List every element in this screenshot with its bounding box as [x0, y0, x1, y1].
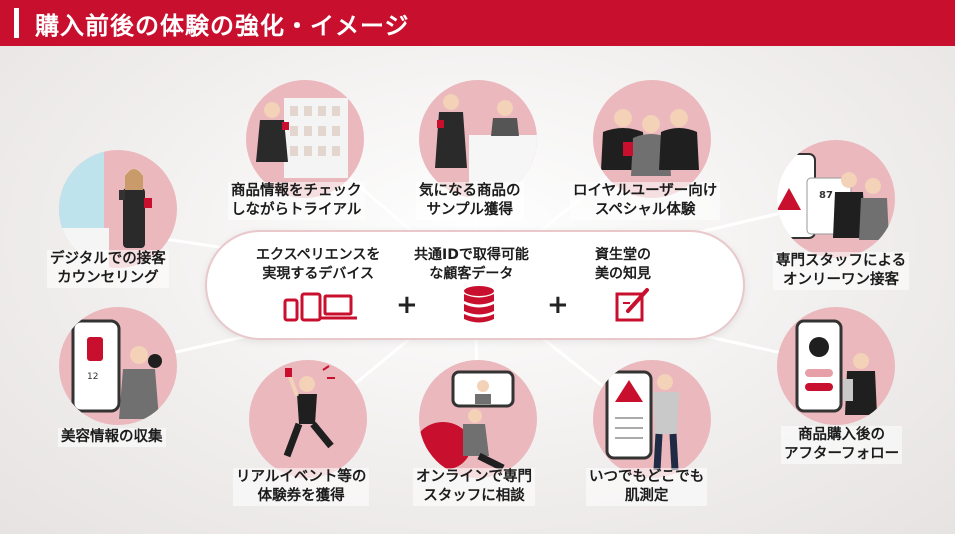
illustration-skin-measure — [593, 360, 711, 478]
illustration-product-trial — [246, 80, 364, 198]
notepad-pen-icon — [615, 288, 649, 322]
devices-icon — [283, 292, 357, 322]
label-online-consult: オンラインで専門スタッフに相談 — [413, 468, 535, 506]
center-item-data-label: 共通IDで取得可能な顧客データ — [414, 247, 529, 282]
label-staff-service: 専門スタッフによるオンリーワン接客 — [773, 252, 910, 290]
score-badge: 87 — [819, 190, 833, 201]
label-sample: 気になる商品のサンプル獲得 — [416, 182, 524, 220]
center-item-devices-label: エクスペリエンスを実現するデバイス — [256, 247, 381, 282]
page-title: 購入前後の体験の強化・イメージ — [35, 11, 410, 40]
center-item-knowledge-label: 資生堂の美の知見 — [595, 247, 651, 282]
label-loyal-users: ロイヤルユーザー向けスペシャル体験 — [570, 182, 721, 220]
plus-sign-2: + — [547, 290, 569, 320]
label-digital-counseling: デジタルでの接客カウンセリング — [47, 250, 169, 288]
label-skin-measure: いつでもどこでも肌測定 — [586, 468, 708, 506]
illustration-after-follow — [777, 307, 895, 425]
like-count: 12 — [87, 372, 98, 382]
illustration-digital-counseling — [59, 150, 177, 268]
illustration-beauty-info: 12 — [59, 307, 177, 425]
illustration-sample — [419, 80, 537, 198]
illustration-real-events — [249, 360, 367, 478]
database-icon — [464, 286, 494, 323]
label-real-events: リアルイベント等の体験券を獲得 — [233, 468, 370, 506]
header-accent-bar — [14, 8, 19, 38]
plus-sign-1: + — [396, 290, 418, 320]
illustration-loyal-users — [593, 80, 711, 198]
label-after-follow: 商品購入後のアフターフォロー — [781, 426, 903, 464]
illustration-online-consult — [419, 360, 537, 478]
header-bar: 購入前後の体験の強化・イメージ — [0, 0, 955, 46]
illustration-staff-service: 87 — [777, 140, 895, 258]
label-beauty-info: 美容情報の収集 — [58, 428, 166, 447]
label-product-trial: 商品情報をチェックしながらトライアル — [228, 182, 365, 220]
